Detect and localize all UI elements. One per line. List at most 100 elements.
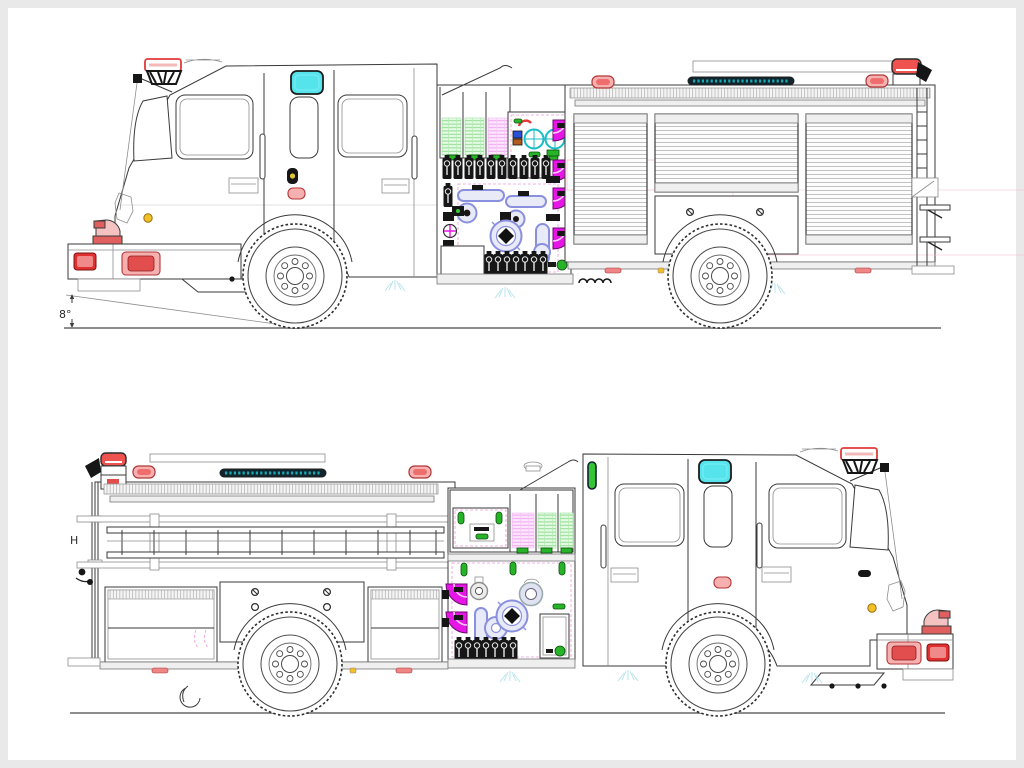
grab-handle [600,524,607,569]
hose-bed-handrail [103,483,439,495]
driver-window-gasket [179,98,250,156]
body-left-side [564,58,1024,295]
drain-valve-row [483,250,549,276]
rear-upper-marker [591,75,615,89]
rear-wheel [237,611,343,717]
roof-light-bar [144,58,183,85]
roof-vista-window [290,70,324,95]
valve-indicator [513,118,523,124]
door-latch-plate [610,567,639,583]
hose-load-magenta [511,512,535,549]
top-view-left-side-elevation: 8° [59,58,1024,329]
roof-vent [183,58,223,64]
front-wheel-arch [237,214,353,263]
roof-light-bar [840,447,879,474]
drain-knob [554,645,566,657]
rear-spotlight [85,458,101,478]
exhaust-elbow [921,609,952,635]
steamer-intake [495,599,529,633]
front-wheel [242,223,348,329]
compartment-door-1 [573,113,648,245]
rear-upper-marker [132,465,156,479]
rack-bracket [386,513,397,571]
cab-right-side [582,447,954,689]
driver-door-window [768,483,847,549]
mirror [849,463,903,600]
rear-wheel-arch [233,603,347,651]
cab-step [809,672,887,689]
crew-door-window [337,94,408,158]
approach-angle-annotation: 8° [59,294,291,328]
rear-upper-marker [865,74,889,88]
compartment-door-right [367,586,443,663]
body-right-side [67,452,456,708]
rear-beacon [891,58,932,86]
pump-lower-panel [442,561,572,662]
roof-vista-window [698,459,732,484]
hose-bed-cover [692,60,916,73]
cab-left-side [67,58,438,293]
ref-mark [194,629,209,649]
drain-valve-row [453,636,519,662]
mini-gauge [517,119,532,127]
roof-vent [799,447,839,453]
rear-wheel-arch [662,214,778,263]
grille [114,192,134,224]
driver-door-window [175,94,254,160]
tow-plate [77,278,141,292]
windshield [849,484,889,551]
running-board [447,658,576,669]
master-intake-gauge [523,128,545,150]
pump-module-left [436,65,575,299]
door-latch-plate [228,177,259,194]
panel-divider [447,553,576,562]
hose-bed-handrail [569,87,931,99]
height-label: H [70,534,78,547]
front-wheel-arch [661,603,775,651]
grille [886,580,906,612]
front-bumper [876,633,954,681]
amber-marker-light [867,603,877,613]
rail-light-amber [657,267,665,274]
door-handle [259,133,266,180]
green-marker-light [587,461,597,490]
folding-steps [578,278,612,284]
control-switch [512,138,523,146]
compartment-door-left [104,586,218,663]
steamer-intake [489,219,523,253]
wheel-valve [442,223,458,239]
door-latch-plate [761,566,792,583]
top-rail [109,495,435,503]
rail-light-red [151,667,169,674]
pump-cowl-slope [441,65,513,96]
ground-ladder [106,526,445,559]
rail-light-red [395,667,413,674]
rear-tailboard [67,657,101,667]
intake-pipe [505,195,547,208]
rail-light-red [604,267,622,274]
crew-forward-window [289,96,319,159]
mirror [119,74,173,211]
rear-step [919,236,951,243]
running-board [436,273,574,285]
side-marker-light [287,187,306,200]
rear-spotlight [916,62,932,82]
approach-angle-label: 8° [59,308,72,321]
door-latch-plate [381,178,410,194]
light-bar-bracket [841,459,879,474]
chrome-vent [523,461,543,472]
hose-bed-cover [149,453,326,463]
grab-handle [411,135,418,180]
rail-light-red [854,267,872,274]
scene-led-strip [219,468,327,478]
hose-load-magenta [487,117,509,156]
discharge-caps [546,119,575,250]
compartment-door-2 [654,113,799,193]
front-bumper [67,243,242,292]
rear-tailboard [911,265,955,275]
light-bar-bracket [145,70,183,85]
door-handle [756,522,763,569]
scene-led-strip [687,76,795,86]
pump-plumbing-panel [452,183,559,273]
